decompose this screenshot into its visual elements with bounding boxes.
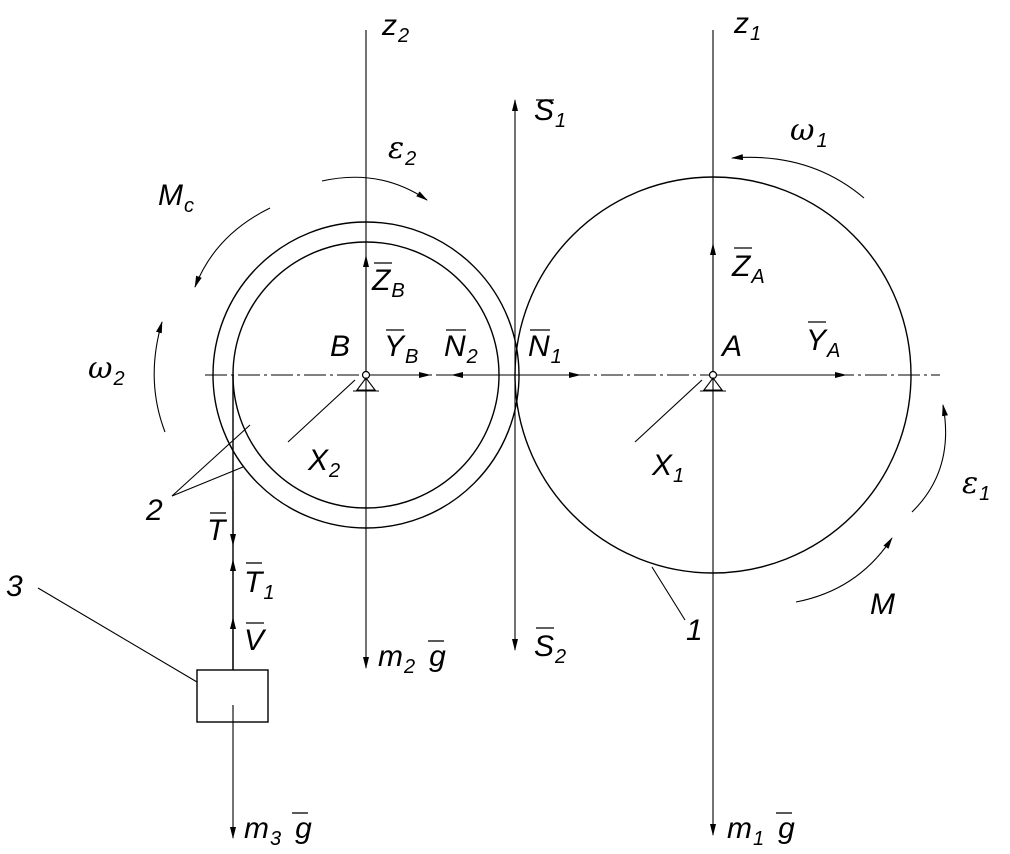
- label-X1: X1: [651, 449, 684, 487]
- label-N2: N2: [444, 330, 478, 368]
- support-B: [353, 370, 379, 392]
- label-ZB: ZB: [371, 264, 405, 302]
- M-arc: [795, 537, 893, 603]
- label-z1: z1: [733, 7, 761, 45]
- label-YB: YB: [384, 330, 418, 368]
- label-body-1: 1: [686, 614, 703, 647]
- label-A: A: [720, 330, 742, 363]
- label-S2: S2: [534, 630, 566, 668]
- label-M: M: [870, 588, 895, 621]
- support-A: [700, 370, 726, 392]
- label-V: V: [244, 624, 267, 657]
- label-eps1: ε1: [962, 466, 990, 505]
- label-ZA: ZA: [731, 250, 765, 288]
- label-Mc: Mc: [158, 179, 194, 217]
- label-eps2: ε2: [388, 131, 416, 170]
- label-z2: z2: [381, 9, 409, 47]
- label-S1: S1: [534, 94, 566, 132]
- label-N1: N1: [528, 330, 562, 368]
- label-body-2: 2: [145, 494, 163, 527]
- leader-2b: [171, 466, 244, 497]
- omega2-arc: [153, 321, 166, 433]
- eps2-arc: [321, 176, 428, 201]
- leader-3: [37, 587, 198, 683]
- label-YA: YA: [806, 324, 840, 362]
- eps1-arc: [911, 404, 948, 513]
- label-T: T: [207, 514, 228, 547]
- leader-X1: [634, 379, 703, 443]
- label-body-3: 3: [6, 570, 23, 603]
- omega1-arc: [731, 154, 865, 199]
- Mc-arc: [194, 207, 271, 288]
- leader-1: [651, 566, 686, 621]
- leader-X2: [287, 379, 356, 443]
- label-T1: T1: [244, 566, 274, 604]
- label-X2: X2: [307, 444, 340, 482]
- label-B: B: [330, 330, 350, 363]
- label-omega2: ω2: [88, 351, 125, 390]
- leader-2a: [171, 424, 251, 497]
